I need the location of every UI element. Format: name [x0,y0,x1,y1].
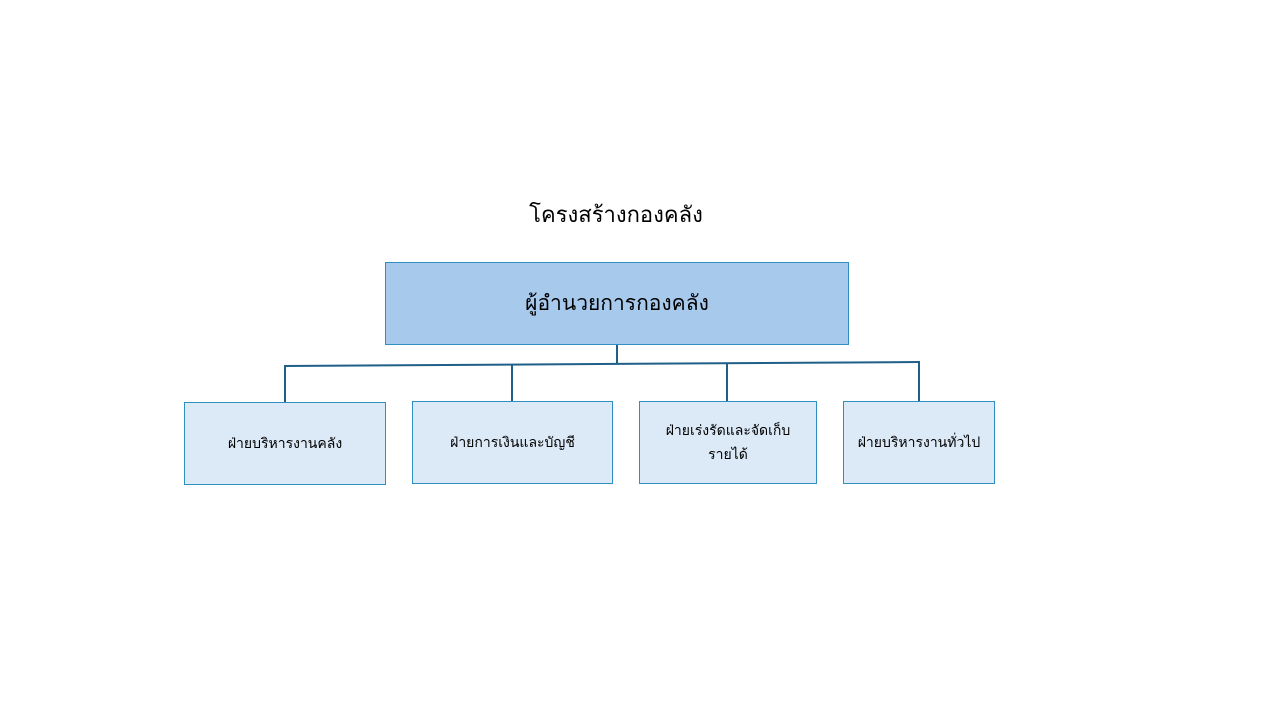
child-node-label: ฝ่ายบริหารงานทั่วไป [857,434,981,451]
chart-title: โครงสร้างกองคลัง [529,203,703,228]
child-node-2: ฝ่ายเร่งรัดและจัดเก็บ รายได้ [639,401,817,484]
child-node-1: ฝ่ายการเงินและบัญชี [412,401,613,484]
root-node: ผู้อำนวยการกองคลัง [385,262,849,345]
root-node-label: ผู้อำนวยการกองคลัง [525,291,709,315]
child-node-3: ฝ่ายบริหารงานทั่วไป [843,401,995,484]
child-node-0: ฝ่ายบริหารงานคลัง [184,402,386,485]
child-node-label: ฝ่ายเร่งรัดและจัดเก็บ รายได้ [665,422,791,463]
child-node-label: ฝ่ายการเงินและบัญชี [450,434,575,451]
horizontal-bus-line [283,361,921,367]
child-node-label: ฝ่ายบริหารงานคลัง [227,435,343,452]
